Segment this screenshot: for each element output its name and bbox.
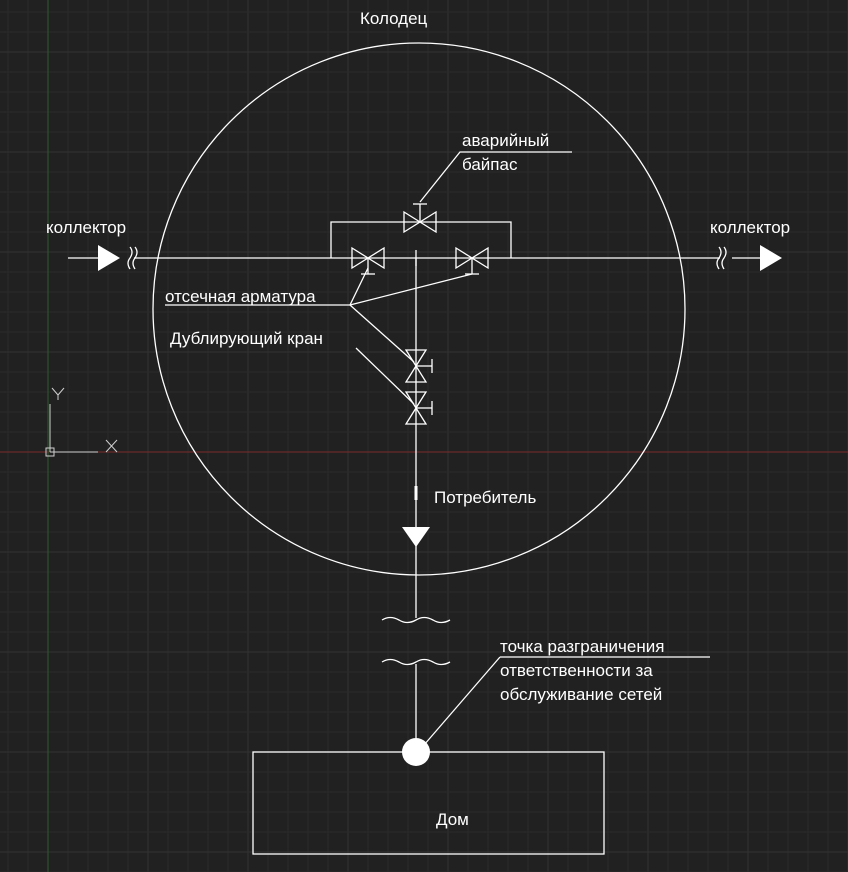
shutoff-leader-left (349, 267, 369, 306)
pipe-break-left (127, 246, 133, 270)
pipe-break-left-2 (132, 246, 138, 270)
collector-right-label: коллектор (710, 218, 790, 237)
consumer-break-lower (381, 658, 451, 666)
consumer-arrow (402, 527, 430, 547)
shutoff-leader-right (349, 273, 473, 306)
duplicate-valve-label: Дублирующий кран (170, 329, 323, 348)
pipe-break-right (716, 246, 722, 270)
shutoff-leader-down (349, 304, 415, 363)
duplicate-valve-lower-icon (404, 391, 433, 425)
pipe-break-right-2 (721, 246, 727, 270)
bypass-label-line2: байпас (462, 155, 518, 174)
bypass-leader (419, 151, 572, 203)
ucs-icon (45, 387, 118, 457)
consumer-label: Потребитель (434, 488, 536, 507)
bypass-pipe (330, 221, 512, 258)
bypass-label-line1: аварийный (462, 131, 549, 150)
shutoff-label: отсечная арматура (165, 287, 316, 306)
collector-left-label: коллектор (46, 218, 126, 237)
boundary-label-line1: точка разграничения (500, 637, 664, 656)
boundary-label-line3: обслуживание сетей (500, 685, 662, 704)
shutoff-valve-right-icon (455, 246, 489, 275)
house-label: Дом (436, 810, 469, 829)
shutoff-valve-left-icon (351, 246, 385, 275)
consumer-break-upper (381, 616, 451, 624)
bypass-valve-icon (403, 203, 437, 234)
collector-inlet-arrow (98, 245, 120, 271)
well-circle (152, 42, 686, 576)
duplicate-valve-upper-icon (404, 349, 433, 383)
duplicate-leader (355, 347, 415, 405)
boundary-label-line2: ответственности за (500, 661, 653, 680)
well-label: Колодец (360, 9, 428, 28)
boundary-leader (423, 656, 501, 746)
collector-outlet-arrow (760, 245, 782, 271)
boundary-point (402, 738, 430, 766)
